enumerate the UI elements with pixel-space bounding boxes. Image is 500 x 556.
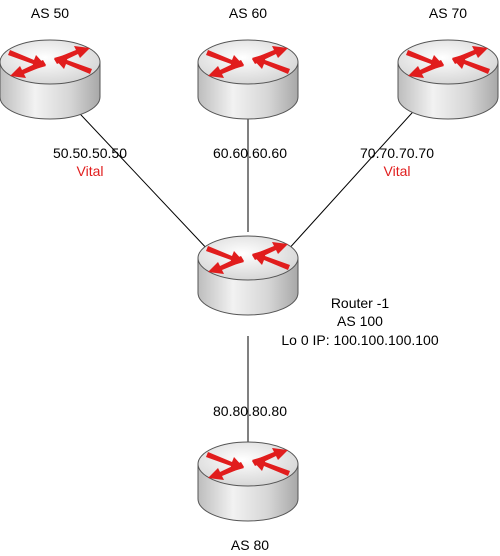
as80-name: AS 80 bbox=[230, 537, 270, 553]
as50-status: Vital bbox=[76, 163, 104, 179]
router-as70-icon bbox=[397, 39, 499, 120]
as80-ip: 80.80.80.80 bbox=[213, 403, 287, 419]
router1-loopback: Lo 0 IP: 100.100.100.100 bbox=[281, 332, 439, 348]
as50-ip: 50.50.50.50 bbox=[53, 145, 127, 161]
as50-name: AS 50 bbox=[30, 5, 70, 21]
as60-ip: 60.60.60.60 bbox=[213, 145, 287, 161]
as70-ip: 70.70.70.70 bbox=[360, 145, 434, 161]
router1-name: Router -1 bbox=[330, 295, 390, 311]
router-core-icon bbox=[197, 235, 299, 316]
router-as50-icon bbox=[0, 39, 101, 120]
router1-as: AS 100 bbox=[337, 313, 383, 329]
router-as60-icon bbox=[197, 39, 299, 120]
as70-name: AS 70 bbox=[428, 5, 468, 21]
as60-name: AS 60 bbox=[228, 5, 268, 21]
router-as80-icon bbox=[197, 441, 299, 522]
as70-status: Vital bbox=[383, 163, 411, 179]
